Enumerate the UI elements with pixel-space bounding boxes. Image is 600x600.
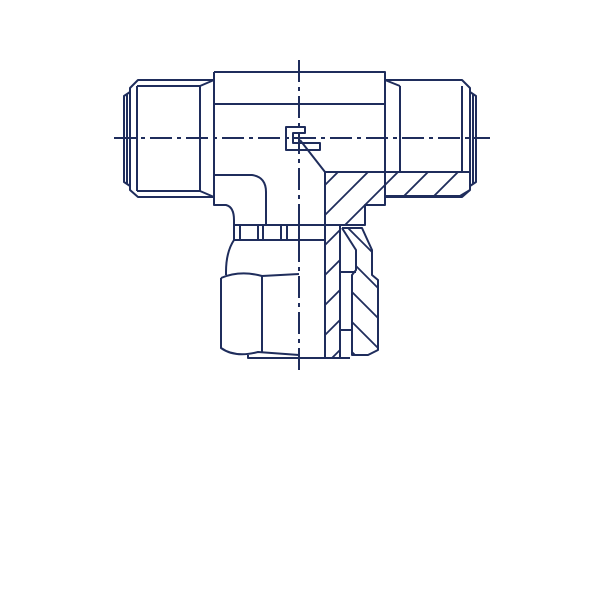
center-body <box>213 71 470 240</box>
neck <box>225 224 325 275</box>
hex-nut <box>220 272 350 359</box>
section-view <box>324 172 471 358</box>
hatching-nut <box>342 228 378 355</box>
hatching-body <box>325 172 470 358</box>
